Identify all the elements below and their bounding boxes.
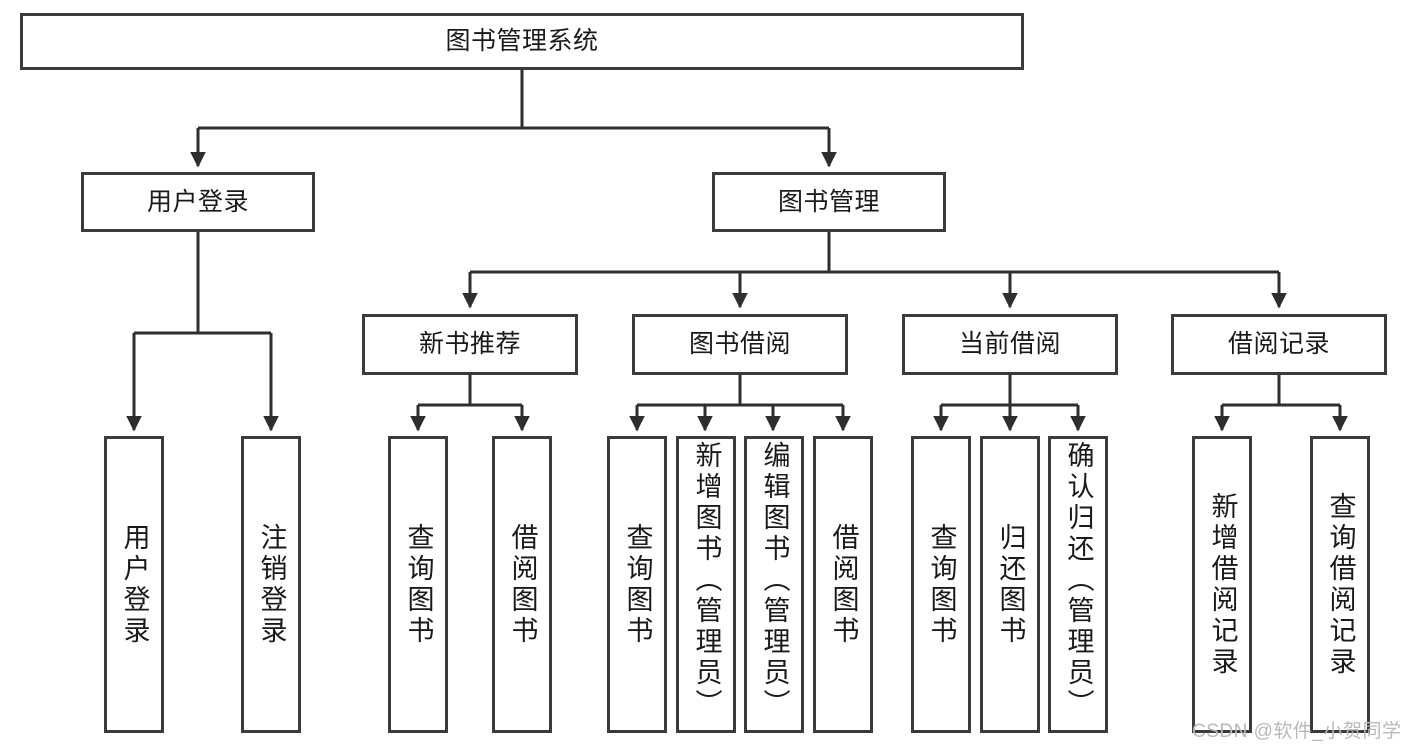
node-leaf-add-record-label: 新增借阅记录 <box>1207 491 1238 678</box>
node-current-borrow[interactable]: 当前借阅 <box>902 314 1118 375</box>
node-leaf-user-logout[interactable]: 注销登录 <box>241 436 301 733</box>
node-leaf-return-book-label: 归还图书 <box>995 522 1026 647</box>
node-book-borrow-label: 图书借阅 <box>688 330 791 358</box>
node-user-login[interactable]: 用户登录 <box>81 172 315 232</box>
node-new-book-recommend[interactable]: 新书推荐 <box>362 314 578 375</box>
node-leaf-borrow-book-1-label: 借阅图书 <box>507 522 538 647</box>
node-borrow-record-label: 借阅记录 <box>1227 330 1330 358</box>
node-leaf-add-book[interactable]: 新增图书（管理员） <box>676 436 736 733</box>
node-leaf-query-book-2-label: 查询图书 <box>622 522 653 647</box>
node-leaf-user-login-label: 用户登录 <box>119 522 150 647</box>
node-leaf-add-record[interactable]: 新增借阅记录 <box>1192 436 1252 733</box>
node-root[interactable]: 图书管理系统 <box>20 13 1024 70</box>
node-root-label: 图书管理系统 <box>445 27 599 55</box>
node-leaf-user-login[interactable]: 用户登录 <box>104 436 164 733</box>
node-leaf-query-book-3[interactable]: 查询图书 <box>911 436 971 733</box>
node-leaf-query-book-2[interactable]: 查询图书 <box>607 436 667 733</box>
node-leaf-borrow-book-2-label: 借阅图书 <box>828 522 859 647</box>
node-leaf-query-record-label: 查询借阅记录 <box>1325 491 1356 678</box>
node-leaf-borrow-book-2[interactable]: 借阅图书 <box>813 436 873 733</box>
node-borrow-record[interactable]: 借阅记录 <box>1171 314 1387 375</box>
node-leaf-user-logout-label: 注销登录 <box>256 522 287 647</box>
node-leaf-confirm-return-label: 确认归还（管理员） <box>1063 441 1094 720</box>
node-book-management-label: 图书管理 <box>777 187 880 216</box>
node-leaf-confirm-return[interactable]: 确认归还（管理员） <box>1048 436 1108 733</box>
node-leaf-return-book[interactable]: 归还图书 <box>980 436 1040 733</box>
node-book-borrow[interactable]: 图书借阅 <box>632 314 848 375</box>
node-leaf-add-book-label: 新增图书（管理员） <box>691 441 722 720</box>
node-leaf-query-record[interactable]: 查询借阅记录 <box>1310 436 1370 733</box>
node-book-management[interactable]: 图书管理 <box>712 172 946 232</box>
csdn-watermark: CSDN @软件_小贺同学 <box>1192 721 1402 742</box>
node-leaf-edit-book-label: 编辑图书（管理员） <box>759 441 790 720</box>
node-current-borrow-label: 当前借阅 <box>958 330 1061 358</box>
node-user-login-label: 用户登录 <box>146 187 249 216</box>
node-leaf-borrow-book-1[interactable]: 借阅图书 <box>492 436 552 733</box>
node-leaf-edit-book[interactable]: 编辑图书（管理员） <box>744 436 804 733</box>
node-leaf-query-book-3-label: 查询图书 <box>926 522 957 647</box>
node-new-book-recommend-label: 新书推荐 <box>418 330 521 358</box>
node-leaf-query-book-1-label: 查询图书 <box>403 522 434 647</box>
node-leaf-query-book-1[interactable]: 查询图书 <box>388 436 448 733</box>
